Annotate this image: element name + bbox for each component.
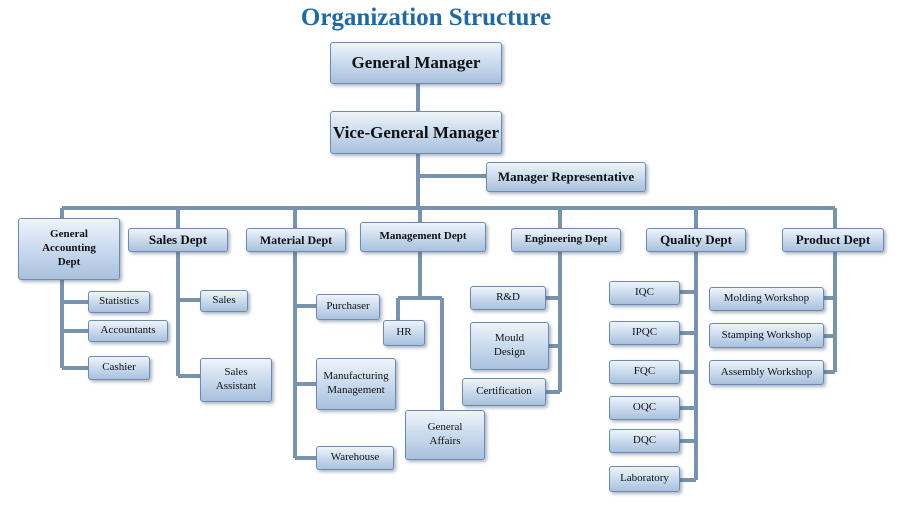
unit-iqc: IQC xyxy=(609,281,680,305)
product-dept-box: Product Dept xyxy=(782,228,884,252)
unit-fqc: FQC xyxy=(609,360,680,384)
unit-sales-assistant: Sales Assistant xyxy=(200,358,272,402)
manager-representative-box: Manager Representative xyxy=(486,162,646,192)
general-manager-box: General Manager xyxy=(330,42,502,84)
engineering-dept-box: Engineering Dept xyxy=(511,228,621,252)
material-dept-box: Material Dept xyxy=(246,228,346,252)
connector-material-units xyxy=(293,252,316,460)
unit-cashier: Cashier xyxy=(88,356,150,380)
unit-mould-design: Mould Design xyxy=(470,322,549,370)
connector-accounting-units xyxy=(60,280,88,370)
unit-oqc: OQC xyxy=(609,396,680,420)
unit-statistics: Statistics xyxy=(88,291,150,313)
general-accounting-dept-box: General Accounting Dept xyxy=(18,218,120,280)
unit-molding-workshop: Molding Workshop xyxy=(709,287,824,311)
unit-stamping-workshop: Stamping Workshop xyxy=(709,323,824,348)
unit-laboratory: Laboratory xyxy=(609,466,680,492)
chart-title: Organization Structure xyxy=(300,4,552,31)
connector-management-units xyxy=(396,252,444,410)
connector-engineering-units xyxy=(546,252,562,394)
unit-hr: HR xyxy=(383,320,425,346)
unit-assembly-workshop: Assembly Workshop xyxy=(709,360,824,385)
unit-rnd: R&D xyxy=(470,286,546,310)
unit-warehouse: Warehouse xyxy=(316,446,394,470)
unit-dqc: DQC xyxy=(609,429,680,453)
management-dept-box: Management Dept xyxy=(360,222,486,252)
unit-sales: Sales xyxy=(200,290,248,312)
quality-dept-box: Quality Dept xyxy=(646,228,746,252)
unit-certification: Certification xyxy=(462,378,546,406)
connector-product-units xyxy=(824,252,837,374)
unit-general-affairs: General Affairs xyxy=(405,410,485,460)
unit-manufacturing-management: Manufacturing Management xyxy=(316,358,396,410)
unit-purchaser: Purchaser xyxy=(316,294,380,320)
vice-general-manager-box: Vice-General Manager xyxy=(330,111,502,154)
sales-dept-box: Sales Dept xyxy=(128,228,228,252)
connector-quality-units xyxy=(680,252,698,482)
unit-ipqc: IPQC xyxy=(609,321,680,345)
unit-accountants: Accountants xyxy=(88,320,168,342)
connector-sales-units xyxy=(176,252,200,378)
